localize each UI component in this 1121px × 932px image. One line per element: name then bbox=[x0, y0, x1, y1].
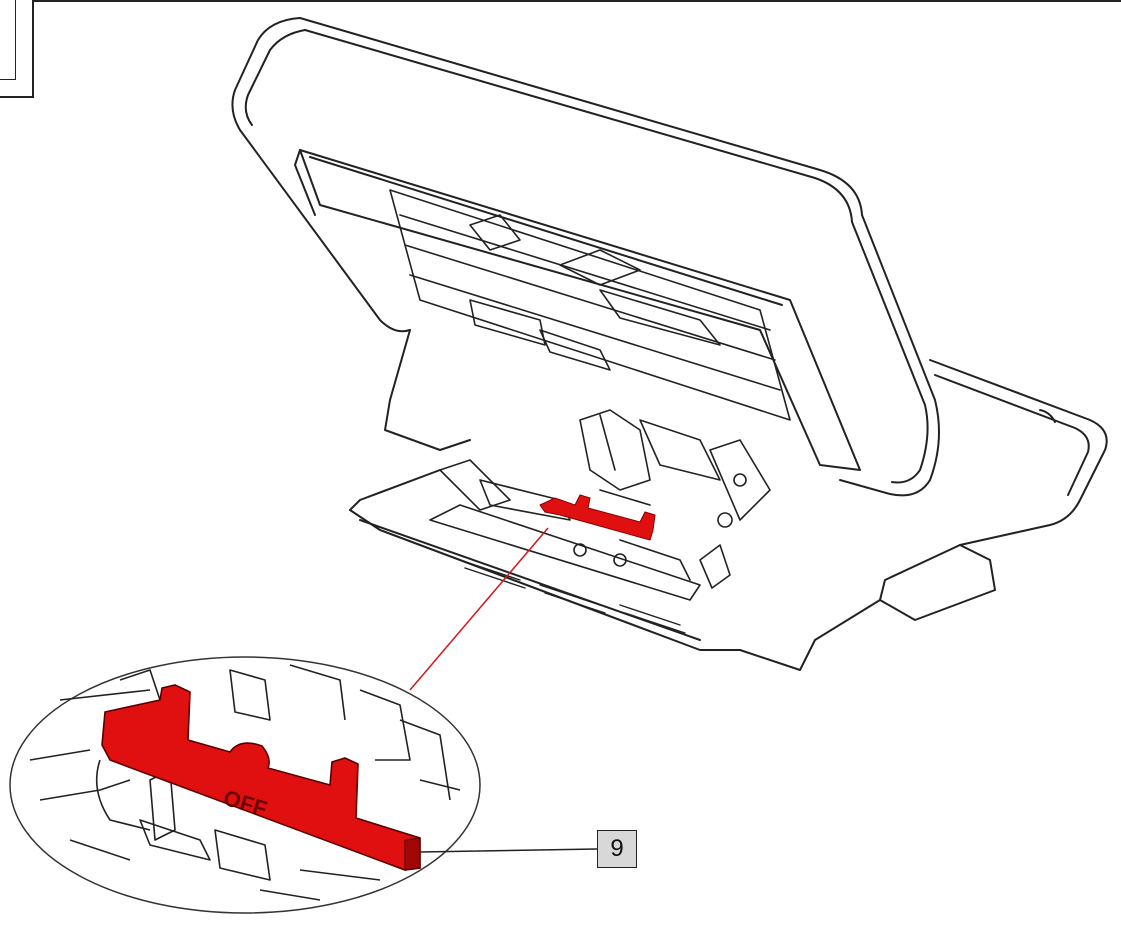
callout-number-box: 9 bbox=[597, 830, 637, 868]
callout-leader bbox=[419, 848, 598, 853]
lid-frame bbox=[231, 17, 940, 497]
corner-frame bbox=[0, 0, 34, 98]
vent-slots bbox=[459, 559, 686, 634]
inner-mechanism bbox=[389, 189, 791, 421]
base-tray bbox=[349, 329, 1108, 671]
callout-number: 9 bbox=[610, 835, 624, 862]
leader-line bbox=[409, 527, 549, 691]
magnified-detail: OFF bbox=[9, 656, 598, 914]
corner-frame-inner bbox=[0, 0, 16, 80]
lever-highlight bbox=[539, 494, 656, 541]
hinge-assembly bbox=[429, 409, 771, 601]
top-border-rule bbox=[34, 0, 1121, 2]
